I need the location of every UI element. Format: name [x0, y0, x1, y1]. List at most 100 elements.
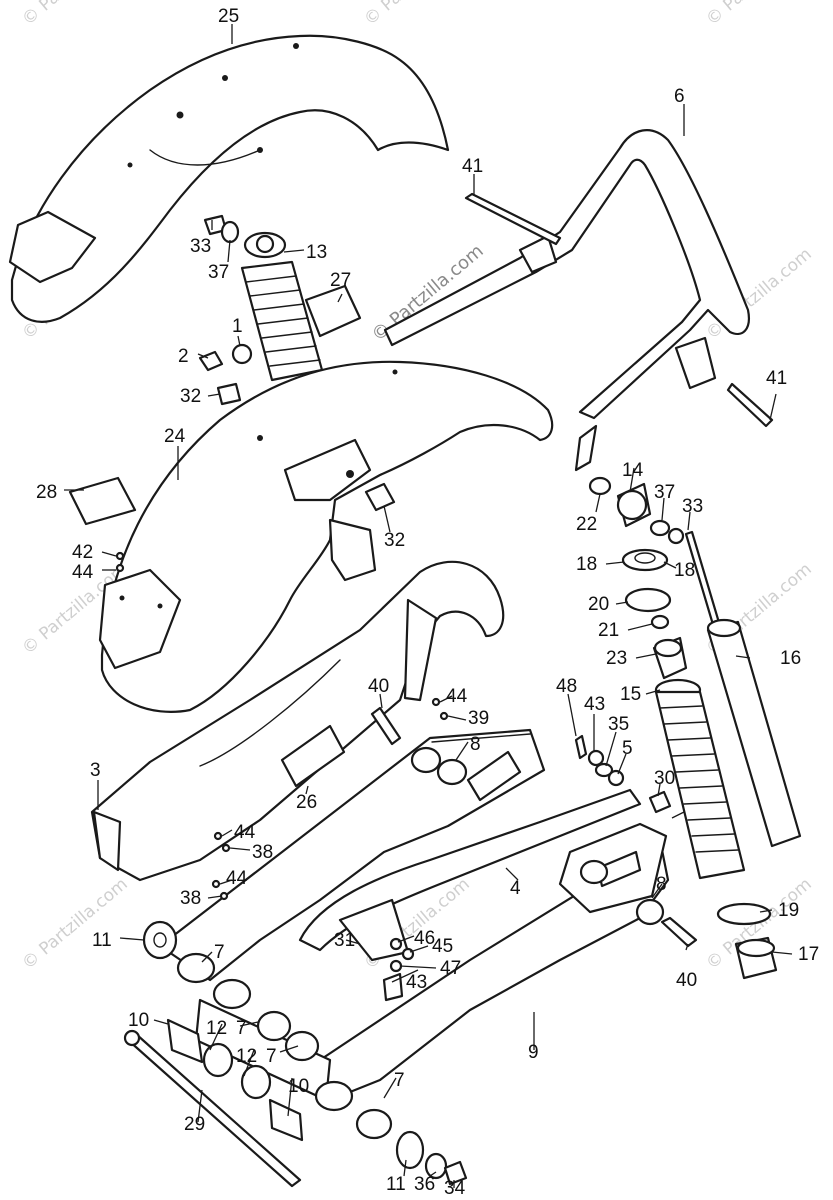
rear-fender-upper[interactable]: [8, 34, 450, 323]
rear-fender[interactable]: [98, 360, 554, 713]
callout-40[interactable]: 40: [368, 676, 389, 697]
lower-shock-mount[interactable]: [734, 936, 778, 980]
callout-41[interactable]: 41: [766, 368, 787, 389]
callout-44[interactable]: 44: [72, 562, 94, 583]
bolt[interactable]: [648, 790, 672, 814]
callout-25[interactable]: 25: [218, 6, 239, 27]
callout-35[interactable]: 35: [608, 714, 629, 735]
callout-44[interactable]: 44: [446, 686, 468, 707]
callout-20[interactable]: 20: [588, 594, 609, 615]
pivot-bushings[interactable]: [166, 746, 665, 1142]
callout-5[interactable]: 5: [622, 738, 633, 759]
callout-42[interactable]: 42: [72, 542, 93, 563]
callout-38[interactable]: 38: [180, 888, 201, 909]
pivot-nut[interactable]: [443, 1160, 468, 1186]
callout-17[interactable]: 17: [798, 944, 819, 965]
callout-32[interactable]: 32: [384, 530, 405, 551]
small-fasteners[interactable]: [574, 734, 625, 787]
callout-39[interactable]: 39: [468, 708, 489, 729]
bracket-strip[interactable]: [304, 284, 362, 338]
callout-3[interactable]: 3: [90, 760, 101, 781]
callout-7[interactable]: 7: [266, 1046, 277, 1067]
callout-6[interactable]: 6: [674, 86, 685, 107]
callout-37[interactable]: 37: [654, 482, 675, 503]
callout-44[interactable]: 44: [234, 822, 256, 843]
callout-33[interactable]: 33: [190, 236, 211, 257]
callout-18[interactable]: 18: [576, 554, 597, 575]
watermark: © Partzilla.com: [702, 0, 815, 30]
callout-30[interactable]: 30: [654, 768, 675, 789]
callout-4[interactable]: 4: [510, 878, 521, 899]
callout-36[interactable]: 36: [414, 1174, 435, 1195]
watermark: © Partzilla.com: [360, 0, 473, 30]
callout-11[interactable]: 11: [92, 930, 112, 951]
callout-7[interactable]: 7: [394, 1070, 405, 1091]
callout-32[interactable]: 32: [180, 386, 201, 407]
warning-label: [280, 724, 346, 788]
callout-8[interactable]: 8: [470, 734, 481, 755]
callout-16[interactable]: 16: [780, 648, 801, 669]
callout-21[interactable]: 21: [598, 620, 619, 641]
callout-9[interactable]: 9: [528, 1042, 539, 1063]
callout-46[interactable]: 46: [414, 928, 435, 949]
callout-44[interactable]: 44: [226, 868, 248, 889]
bolt[interactable]: [364, 482, 396, 512]
callout-22[interactable]: 22: [576, 514, 597, 535]
callout-12[interactable]: 12: [236, 1046, 257, 1067]
callout-23[interactable]: 23: [606, 648, 627, 669]
bolt[interactable]: [370, 706, 402, 746]
callout-47[interactable]: 47: [440, 958, 461, 979]
callout-14[interactable]: 14: [622, 460, 644, 481]
callout-29[interactable]: 29: [184, 1114, 205, 1135]
upper-hardware[interactable]: [198, 214, 253, 406]
callout-48[interactable]: 48: [556, 676, 577, 697]
callouts: 25 6 41 41 33 37 13 27 1 2 32 24 28 32 4…: [36, 6, 819, 1199]
callout-27[interactable]: 27: [330, 270, 351, 291]
chain-case[interactable]: [90, 560, 505, 882]
leader-lines: [64, 24, 793, 1188]
callout-13[interactable]: 13: [306, 242, 327, 263]
thrust-washer[interactable]: [395, 1130, 425, 1170]
callout-1[interactable]: 1: [232, 316, 243, 337]
callout-12[interactable]: 12: [206, 1018, 227, 1039]
callout-28[interactable]: 28: [36, 482, 57, 503]
callout-11[interactable]: 11: [386, 1174, 406, 1195]
callout-38[interactable]: 38: [252, 842, 273, 863]
callout-37[interactable]: 37: [208, 262, 229, 283]
callout-19[interactable]: 19: [778, 900, 799, 921]
callout-26[interactable]: 26: [296, 792, 317, 813]
callout-24[interactable]: 24: [164, 426, 186, 447]
tiny-screws[interactable]: [115, 551, 449, 901]
grab-rail[interactable]: [383, 129, 750, 472]
guard-fasteners[interactable]: [382, 937, 415, 1002]
bolt[interactable]: [464, 192, 562, 246]
callout-43[interactable]: 43: [406, 972, 427, 993]
callout-7[interactable]: 7: [236, 1018, 247, 1039]
callout-41[interactable]: 41: [462, 156, 483, 177]
thrust-washer[interactable]: [142, 920, 178, 960]
callout-31[interactable]: 31: [334, 930, 355, 951]
callout-8[interactable]: 8: [656, 874, 667, 895]
callout-45[interactable]: 45: [432, 936, 453, 957]
callout-18[interactable]: 18: [674, 560, 695, 581]
callout-2[interactable]: 2: [178, 346, 189, 367]
shock-spring[interactable]: [654, 678, 746, 880]
callout-7[interactable]: 7: [214, 942, 225, 963]
callout-43[interactable]: 43: [584, 694, 605, 715]
callout-33[interactable]: 33: [682, 496, 703, 517]
callout-34[interactable]: 34: [444, 1178, 466, 1199]
callout-15[interactable]: 15: [620, 684, 641, 705]
washer[interactable]: [424, 1152, 448, 1180]
callout-10[interactable]: 10: [128, 1010, 149, 1031]
shock-damper[interactable]: [684, 530, 802, 848]
watermark: © Partzilla.com: [18, 0, 131, 30]
bolt[interactable]: [726, 382, 774, 428]
callout-10[interactable]: 10: [288, 1076, 309, 1097]
swing-arm[interactable]: [158, 728, 670, 1102]
callout-40[interactable]: 40: [676, 970, 697, 991]
bolt[interactable]: [660, 916, 698, 948]
watermark: © Partzilla.com: [18, 874, 131, 974]
shock-mount-parts[interactable]: [588, 476, 688, 680]
spring-seat-ring[interactable]: [716, 902, 772, 926]
